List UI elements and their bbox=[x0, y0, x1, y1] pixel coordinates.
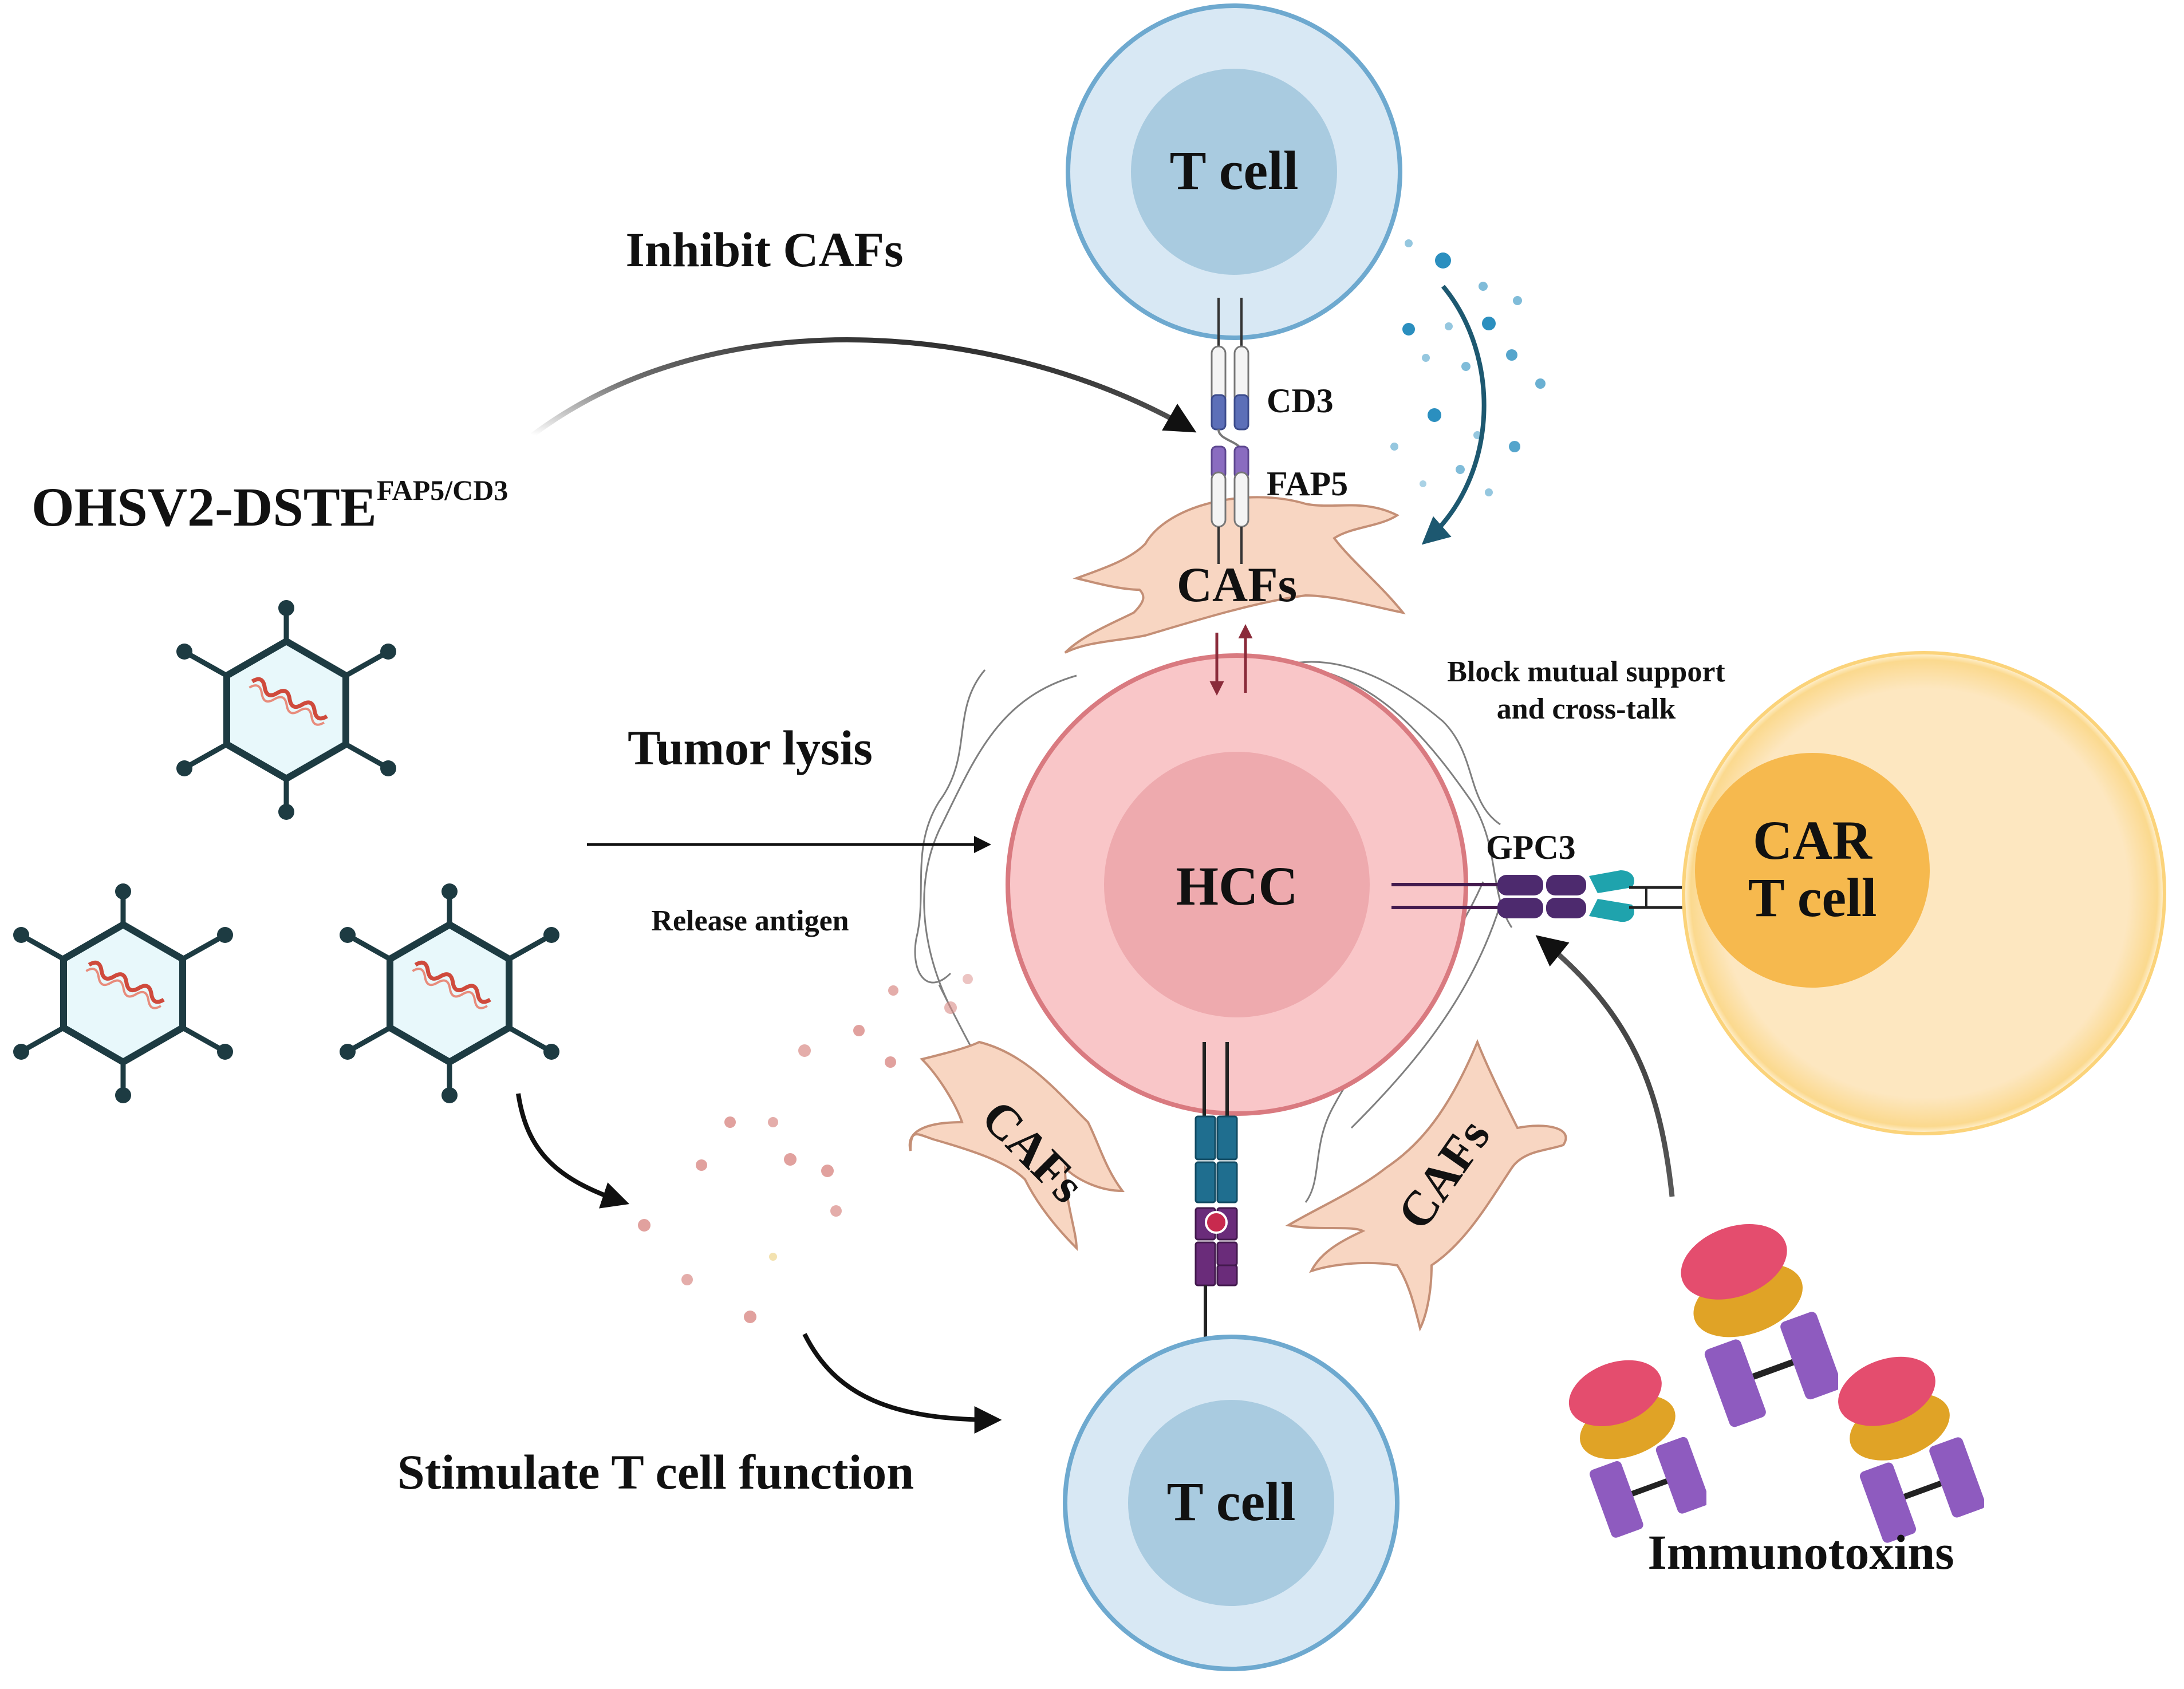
inhibit-cafs-arrow bbox=[531, 337, 1197, 437]
tumor-lysis-label: Tumor lysis bbox=[628, 720, 873, 775]
gpc3-label: GPC3 bbox=[1486, 828, 1576, 866]
immunotoxin-icon bbox=[1666, 1209, 1843, 1428]
cafs-top: CAFs bbox=[1064, 496, 1406, 654]
virus-name: OHSV2-DSTE bbox=[31, 476, 377, 538]
virus-icon bbox=[340, 883, 559, 1103]
inhibit-cafs-label: Inhibit CAFs bbox=[625, 222, 903, 277]
stimulate-label: Stimulate T cell function bbox=[397, 1445, 914, 1499]
car-label-line1: CAR bbox=[1753, 810, 1873, 871]
immunotoxin-icon bbox=[1824, 1343, 1987, 1544]
t-cell-bottom-label: T cell bbox=[1167, 1471, 1296, 1532]
immunotoxin-icon bbox=[1556, 1347, 1711, 1539]
block-support-line1: Block mutual support bbox=[1447, 656, 1725, 688]
hcc-cell: HCC bbox=[1006, 653, 1468, 1116]
virus-title: OHSV2-DSTEFAP5/CD3 bbox=[31, 474, 508, 538]
car-t-cell: CAR T cell bbox=[1682, 651, 2166, 1135]
block-support-line2: and cross-talk bbox=[1497, 693, 1676, 725]
tcr-mhc-complex bbox=[1195, 1042, 1238, 1345]
immunotoxin-arrow bbox=[1535, 935, 1675, 1197]
cytokine-arrow bbox=[1421, 285, 1487, 545]
virus-icon bbox=[13, 883, 233, 1103]
hcc-label: HCC bbox=[1176, 855, 1298, 917]
virus-to-antigen-arrow bbox=[516, 1093, 630, 1209]
cytokine-release bbox=[1390, 239, 1546, 496]
antigen-dots bbox=[638, 974, 973, 1323]
cd3-fap5-engager bbox=[1211, 298, 1249, 564]
virus-superscript: FAP5/CD3 bbox=[377, 474, 508, 506]
gpc3-car-binding bbox=[1391, 870, 1709, 922]
virus-icon bbox=[176, 600, 396, 820]
car-label-line2: T cell bbox=[1748, 867, 1877, 928]
t-cell-bottom: T cell bbox=[1063, 1335, 1400, 1671]
fap5-label: FAP5 bbox=[1267, 465, 1348, 503]
cafs-top-label: CAFs bbox=[1177, 557, 1297, 612]
stimulate-arrow bbox=[802, 1333, 1002, 1434]
immunotoxins-label: Immunotoxins bbox=[1647, 1525, 1954, 1580]
t-cell-top-label: T cell bbox=[1170, 140, 1299, 201]
t-cell-top: T cell bbox=[1066, 3, 1402, 340]
cd3-label: CD3 bbox=[1267, 382, 1334, 420]
cafs-left: CAFs bbox=[908, 1040, 1125, 1251]
release-antigen-label: Release antigen bbox=[651, 905, 849, 937]
